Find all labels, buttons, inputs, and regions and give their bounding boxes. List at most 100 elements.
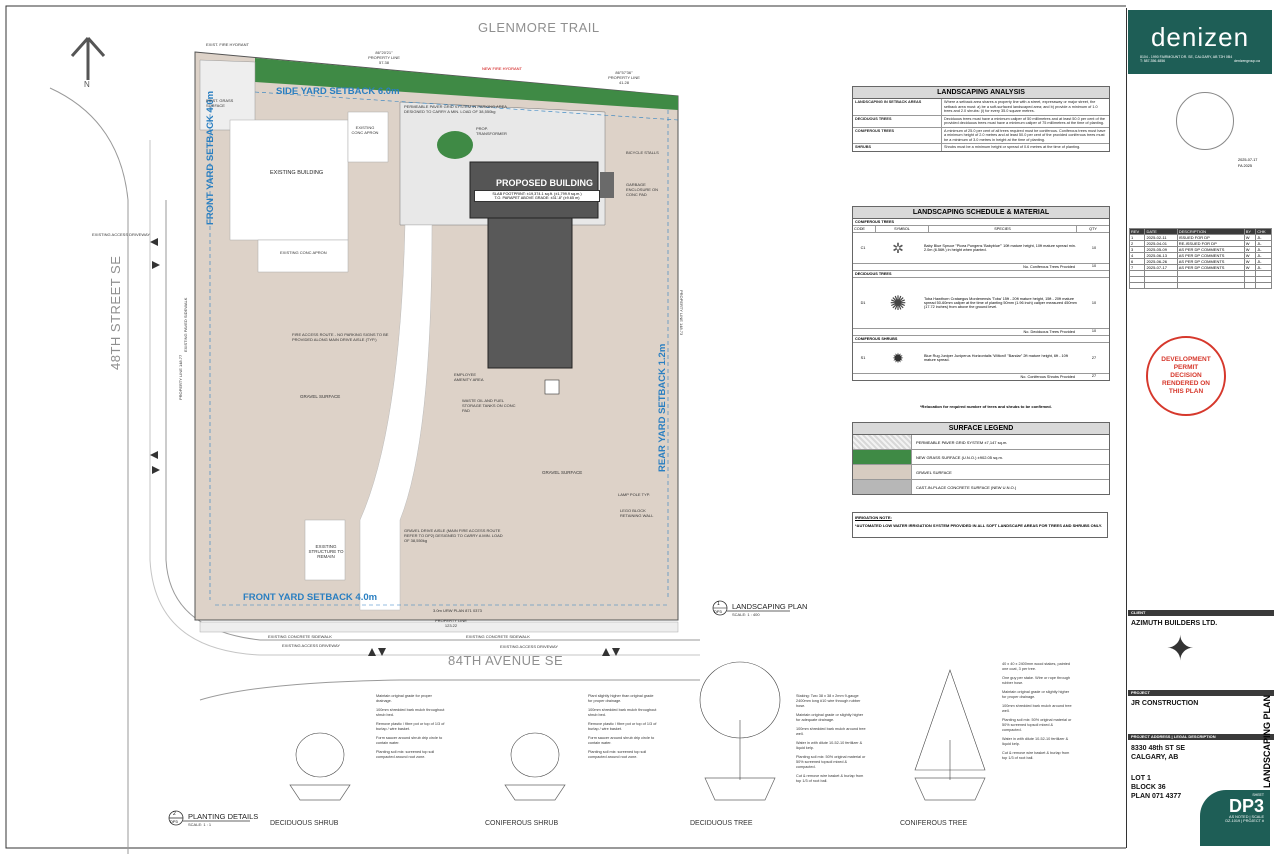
exist-grass-label: EXIST. GRASS SURFACE — [206, 98, 234, 108]
note-line: Remove plastic / fibre pot or top of 1/3… — [376, 722, 445, 731]
seal-ref: FA 2025 — [1238, 164, 1252, 168]
existing-conc-apron-1: EXISTING CONC APRON — [351, 125, 379, 135]
note-line: Planting soil mix: screened top soil com… — [588, 750, 647, 759]
note-line: Planting soil mix: screened top soil com… — [376, 750, 435, 759]
detail-caption-coniferous-tree: CONIFEROUS TREE — [900, 820, 968, 827]
property-line-west: PROPERTY LINE 148.77 — [178, 354, 183, 400]
setback-front-south: FRONT YARD SETBACK 4.0m — [243, 592, 378, 603]
detail-caption-deciduous-shrub: DECIDUOUS SHRUB — [270, 820, 339, 827]
rev-empty-cell — [1176, 282, 1245, 289]
exist-fire-hydrant-label: EXIST. FIRE HYDRANT — [206, 42, 249, 47]
legend-row-paver: PERMEABLE PAVER GRID SYSTEM ±7,147 sq.m. — [853, 435, 1109, 450]
existing-concrete-sidewalk-2: EXISTING CONCRETE SIDEWALK — [466, 634, 530, 639]
schedule-total-label: No. Coniferous Shrubs Provided — [1020, 375, 1075, 379]
building-parapet: T.O. PARAPET ABOVE GRADE: ±31'-8" (±9.65… — [494, 196, 580, 200]
schedule-total-row: No. Coniferous Shrubs Provided 27 — [853, 374, 1109, 380]
lamp-pole-label: LAMP POLE TYP. — [618, 492, 651, 497]
waste-oil-label: WASTE OIL AND FUEL STORAGE TANKS ON CONC… — [462, 398, 516, 413]
schedule-row: S1 ✹ Blue Rug Juniper Juniperus Horizont… — [853, 343, 1109, 374]
landscaping-plan-num: 1 — [717, 601, 720, 607]
irrigation-title: IRRIGATION NOTE: — [855, 515, 892, 520]
lego-block-label: LEGO BLOCK RETAINING WALL — [620, 508, 654, 518]
existing-access-driveway-2: EXISTING ACCESS DRIVEWAY — [282, 643, 341, 648]
schedule-species: Baby Blue Spruce "Picea Pungens 'Babyblu… — [924, 244, 1076, 252]
detail-caption-coniferous-shrub: CONIFEROUS SHRUB — [485, 820, 559, 827]
gravel-drive-aisle-note: GRAVEL DRIVE AISLE (MAIN FIRE ACCESS ROU… — [404, 528, 503, 543]
company-phone: T: 587.356.4856 — [1140, 59, 1166, 63]
schedule-code: D1 — [860, 301, 866, 305]
north-arrow-label: N — [84, 80, 90, 89]
schedule-header: SYMBOL — [876, 226, 929, 232]
symbol-shrub-icon: ✹ — [892, 349, 904, 366]
symbol-conifer-icon: ✲ — [892, 239, 904, 256]
building-footprint: SLAB FOOTPRINT: ±19,374.1 sq.ft. (±1,799… — [492, 192, 582, 196]
note-line: Remove plastic / fibre pot or top of 1/3… — [588, 722, 657, 731]
legend-row-concrete: CAST-IN-PLACE CONCRETE SURFACE (NEW U.N.… — [853, 480, 1109, 494]
analysis-key: DECIDUOUS TREES — [853, 115, 942, 127]
revision-header-row: REV DATE DESCRIPTION BY CHK — [1128, 228, 1272, 235]
sheet-scale: AS NOTED | SCALE — [1229, 815, 1264, 819]
schedule-qty: 27 — [1091, 356, 1097, 360]
schedule-row: C1 ✲ Baby Blue Spruce "Picea Pungens 'Ba… — [853, 233, 1109, 264]
client-label: CLIENT — [1128, 610, 1274, 616]
detail-notes-coniferous-shrub: Plant slightly higher than original grad… — [588, 694, 658, 760]
note-line: Cut & remove wire basket & burlap from t… — [1002, 751, 1070, 760]
irrigation-note: IRRIGATION NOTE: *AUTOMATED LOW WATER IR… — [852, 512, 1108, 538]
setback-front-west: FRONT YARD SETBACK 4.0m — [205, 90, 216, 225]
note-line: Maintain original grade for proper drain… — [376, 694, 432, 703]
development-permit-stamp: DEVELOPMENT PERMIT DECISION RENDERED ON … — [1146, 336, 1226, 416]
detail-caption-deciduous-tree: DECIDUOUS TREE — [690, 820, 753, 827]
row-plan-label: 3.0m URW PLAN 871 0373 — [433, 608, 482, 613]
existing-concrete-sidewalk-1: EXISTING CONCRETE SIDEWALK — [268, 634, 332, 639]
existing-access-driveway-3: EXISTING ACCESS DRIVEWAY — [500, 644, 559, 649]
schedule-header: QTY — [1089, 227, 1097, 231]
legend-row-grass: NEW GRASS SURFACE (U.N.O.) ±902.05 sq.m. — [853, 450, 1109, 465]
address-line-2: CALGARY, AB — [1131, 754, 1179, 761]
paver-swatch — [853, 435, 912, 449]
block: BLOCK 36 — [1131, 784, 1166, 791]
revision-row-empty — [1128, 276, 1272, 283]
company-contact: T: 587.356.4856 denizengroup.ca — [1128, 59, 1272, 63]
schedule-total: 10 — [1091, 264, 1097, 268]
schedule-code: C1 — [860, 246, 866, 250]
schedule-total-row: No. Deciduous Trees Provided 10 — [853, 329, 1109, 336]
existing-structure-label: EXISTING STRUCTURE TO REMAIN — [308, 544, 344, 559]
note-line: 40 x 40 x 2400mm wood stakes, painted on… — [1002, 662, 1070, 671]
schedule-section-label: CONIFEROUS TREES — [853, 219, 1109, 226]
garbage-label: GARBAGE ENCLOSURE ON CONC PAD — [626, 182, 659, 197]
schedule-species: Toba Hawthorn Crataegus Mordenensis 'Tob… — [924, 297, 1077, 309]
company-logo: denizen — [1150, 22, 1250, 52]
landscaping-plan-scale: SCALE: 1 : 400 — [732, 612, 760, 617]
landscaping-plan-title: LANDSCAPING PLAN — [732, 602, 808, 611]
proposed-building-label: PROPOSED BUILDING — [496, 178, 594, 188]
detail-notes-deciduous-tree: Staking: Two 38 x 38 x 2mm 9-gauge 2400m… — [796, 694, 866, 784]
analysis-key: SHRUBS — [853, 144, 942, 151]
seal-date: 2025-07-17 — [1238, 158, 1258, 162]
planting-details-title: PLANTING DETAILS — [188, 812, 259, 821]
analysis-key: CONIFEROUS TREES — [853, 127, 942, 143]
street-north: GLENMORE TRAIL — [478, 20, 600, 35]
legend-row-gravel: GRAVEL SURFACE — [853, 465, 1109, 480]
analysis-title: LANDSCAPING ANALYSIS — [853, 87, 1109, 99]
schedule-section-label: CONIFEROUS SHRUBS — [853, 336, 1109, 343]
note-line: 100mm shredded bark mulch throughout shr… — [588, 708, 657, 717]
schedule-species: Blue Rug Juniper Juniperus Horizontalis … — [924, 354, 1068, 362]
note-line: Staking: Two 38 x 38 x 2mm 9-gauge 2400m… — [796, 694, 861, 708]
note-line: Maintain original grade or slightly high… — [1002, 690, 1070, 699]
schedule-qty: 10 — [1091, 301, 1097, 305]
schedule-code: S1 — [860, 356, 866, 360]
schedule-total: 10 — [1091, 329, 1097, 333]
sheet-badge: SHEET DP3 AS NOTED | SCALE DZ-1019 | PRO… — [1200, 790, 1270, 846]
schedule-total-label: No. Coniferous Trees Provided — [1023, 265, 1075, 269]
gravel-swatch — [853, 465, 912, 479]
note-line: Form saucer around shrub drip circle to … — [588, 736, 655, 745]
landscaping-analysis-table: LANDSCAPING ANALYSIS LANDSCAPING IN SETB… — [852, 86, 1110, 152]
plan-number: PLAN 071 4377 — [1131, 793, 1182, 800]
note-line: Planting soil mix: 50% original material… — [1002, 718, 1072, 732]
rev-empty-cell — [1243, 282, 1257, 289]
concrete-swatch — [853, 480, 912, 494]
property-line-north-1: 86°20'21" PROPERTY LINE 57.38 — [368, 50, 400, 65]
company-web: denizengroup.ca — [1234, 59, 1260, 63]
